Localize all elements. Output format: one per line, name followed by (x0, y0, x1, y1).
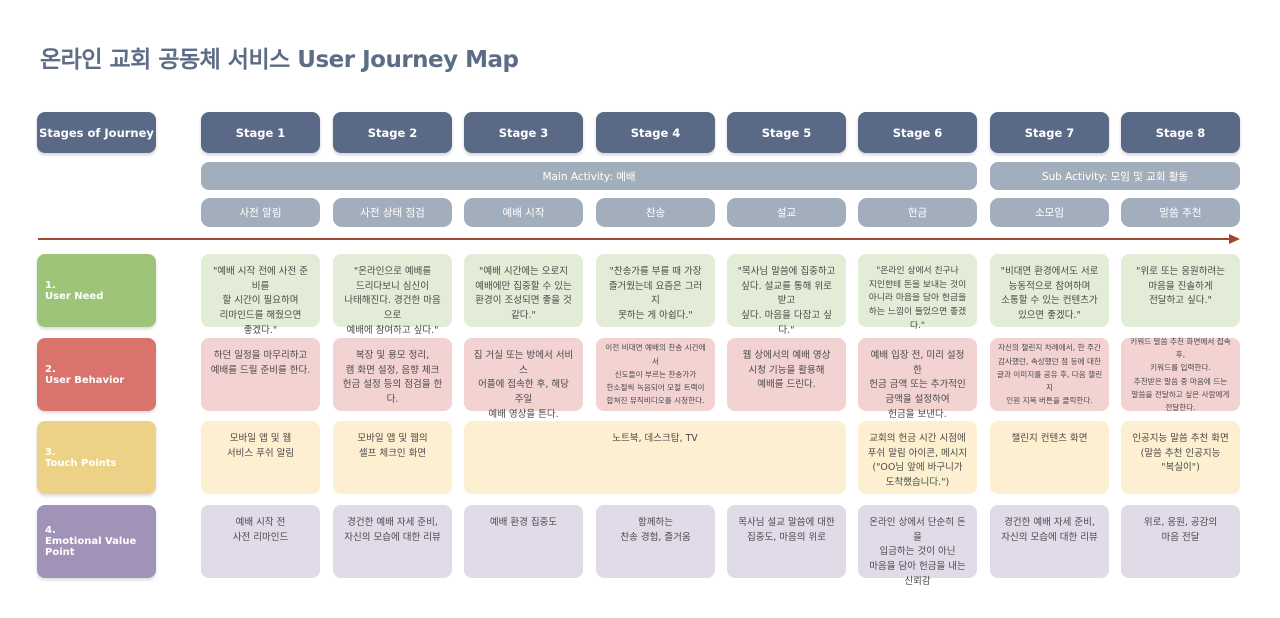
emotional-value-cell: 경건한 예배 자세 준비, 자신의 모습에 대한 리뷰 (333, 505, 452, 578)
main-activity-bar: Main Activity: 예배 (201, 162, 977, 190)
stages-label: Stages of Journey (37, 112, 156, 153)
row-label-touch-points: 3. Touch Points (37, 421, 156, 494)
user-behavior-cell: 하던 일정을 마무리하고 예배를 드릴 준비를 한다. (201, 338, 320, 411)
row-label-user-need: 1. User Need (37, 254, 156, 327)
user-behavior-cell: 키워드 말씀 추천 화면에서 접속 후, 키워드를 입력한다. 추천받은 말씀 … (1121, 337, 1240, 412)
emotional-value-cell: 위로, 응원, 공감의 마음 전달 (1121, 505, 1240, 578)
stage-header: Stage 6 (858, 112, 977, 153)
stage-header: Stage 4 (596, 112, 715, 153)
row-title: Emotional Value Point (45, 536, 137, 558)
sub-stage-pill: 설교 (727, 198, 846, 227)
user-need-cell: "찬송가를 부를 때 가장 즐거웠는데 요즘은 그러지 못하는 게 아쉽다." (596, 254, 715, 327)
user-behavior-cell: 예배 입장 전, 미리 설정한 헌금 금액 또는 추가적인 금액을 설정하여 헌… (858, 338, 977, 420)
row-number: 3. (45, 446, 56, 458)
sub-stage-pill: 찬송 (596, 198, 715, 227)
emotional-value-cell: 온라인 상에서 단순히 돈을 입금하는 것이 아닌 마음을 담아 헌금을 내는 … (858, 505, 977, 587)
emotional-value-cell: 예배 환경 집중도 (464, 505, 583, 578)
touch-point-cell: 모바일 앱 및 웹의 셀프 체크인 화면 (333, 421, 452, 494)
emotional-value-cell: 함께하는 찬송 경험, 즐거움 (596, 505, 715, 578)
emotional-value-cell: 예배 시작 전 사전 리마인드 (201, 505, 320, 578)
user-need-cell: "목사님 말씀에 집중하고 싶다. 설교를 통해 위로 받고 싶다. 마음을 다… (727, 254, 846, 336)
row-label-emotional-value: 4. Emotional Value Point (37, 505, 156, 578)
user-behavior-cell: 집 거실 또는 방에서 서비스 어플에 접속한 후, 해당 주일 예배 영상을 … (464, 338, 583, 420)
touch-point-cell: 챌린지 컨텐츠 화면 (990, 421, 1109, 494)
user-need-cell: "예배 시간에는 오로지 예배에만 집중할 수 있는 환경이 조성되면 좋을 것… (464, 254, 583, 327)
row-title: Touch Points (45, 457, 117, 469)
stage-header: Stage 5 (727, 112, 846, 153)
stage-header: Stage 3 (464, 112, 583, 153)
touch-point-cell: 교회의 헌금 시간 시점에 푸쉬 알림 아이콘, 메시지 ("OO님 앞에 바구… (858, 421, 977, 494)
touch-point-cell-devices: 노트북, 데스크탑, TV (464, 421, 846, 494)
user-need-cell: "예배 시작 전에 사전 준비를 할 시간이 필요하며 리마인드를 해줬으면 좋… (201, 254, 320, 336)
row-number: 2. (45, 363, 56, 375)
timeline-arrow-head-icon (1229, 234, 1240, 244)
row-number: 4. (45, 525, 56, 536)
sub-stage-pill: 소모임 (990, 198, 1109, 227)
page-title: 온라인 교회 공동체 서비스 User Journey Map (40, 47, 519, 73)
touch-point-cell: 인공지능 말씀 추천 화면 (말씀 추천 인공지능 "복실이") (1121, 421, 1240, 494)
stage-header: Stage 8 (1121, 112, 1240, 153)
row-title: User Need (45, 290, 104, 302)
row-title: User Behavior (45, 374, 125, 386)
user-need-cell: "위로 또는 응원하려는 마음을 진솔하게 전달하고 싶다." (1121, 254, 1240, 327)
emotional-value-cell: 경건한 예배 자세 준비, 자신의 모습에 대한 리뷰 (990, 505, 1109, 578)
user-behavior-cell: 이전 비대면 예배의 찬송 시간에서 신도들이 부르는 찬송가가 한소절씩 녹음… (596, 338, 715, 411)
stage-header: Stage 7 (990, 112, 1109, 153)
user-behavior-cell: 복장 및 용모 정리, 캠 화면 설정, 음향 체크 헌금 설정 등의 점검을 … (333, 338, 452, 411)
row-number: 1. (45, 279, 56, 291)
user-behavior-cell: 자신의 챌린지 차례에서, 한 주간 감사했던, 속상했던 점 등에 대한 글과… (990, 338, 1109, 411)
stage-header: Stage 2 (333, 112, 452, 153)
user-need-cell: "온라인으로 예배를 드리다보니 심신이 나태해진다. 경건한 마음으로 예배에… (333, 254, 452, 336)
user-need-cell: "비대면 환경에서도 서로 능동적으로 참여하며 소통할 수 있는 컨텐츠가 있… (990, 254, 1109, 327)
emotional-value-cell: 목사님 설교 말씀에 대한 집중도, 마음의 위로 (727, 505, 846, 578)
sub-stage-pill: 헌금 (858, 198, 977, 227)
sub-stage-pill: 사전 상태 점검 (333, 198, 452, 227)
row-label-user-behavior: 2. User Behavior (37, 338, 156, 411)
touch-point-cell: 모바일 앱 및 웹 서비스 푸쉬 알림 (201, 421, 320, 494)
sub-stage-pill: 사전 알림 (201, 198, 320, 227)
sub-activity-bar: Sub Activity: 모임 및 교회 활동 (990, 162, 1240, 190)
user-need-cell: "온라인 상에서 친구나 지인한테 돈을 보내는 것이 아니라 마음을 담아 헌… (858, 254, 977, 331)
timeline-arrow-line (38, 238, 1230, 240)
user-behavior-cell: 웹 상에서의 예배 영상 시청 기능을 활용해 예배를 드린다. (727, 338, 846, 411)
stage-header: Stage 1 (201, 112, 320, 153)
sub-stage-pill: 말씀 추천 (1121, 198, 1240, 227)
sub-stage-pill: 예배 시작 (464, 198, 583, 227)
